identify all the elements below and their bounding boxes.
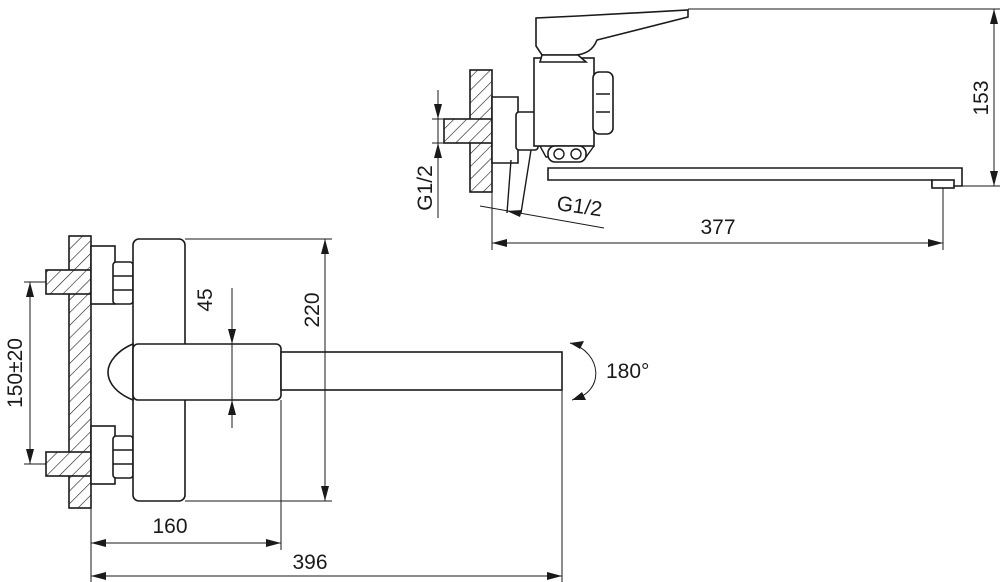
dimension-377: 377 xyxy=(491,188,944,250)
wall-thread-label: G1/2 xyxy=(414,165,437,211)
lever-base xyxy=(538,54,589,63)
spout-connector-front xyxy=(107,342,134,402)
dimension-150: 150±20 xyxy=(4,281,46,465)
spout-side xyxy=(547,167,963,187)
spout-length-dimension-label: 377 xyxy=(700,216,735,239)
diverter-button xyxy=(547,145,587,163)
outlet-thread-label: G1/2 xyxy=(555,192,603,221)
inlet-pipe-top xyxy=(443,118,493,144)
dimension-160: 160 xyxy=(90,400,282,582)
lower-hex-nut xyxy=(112,435,134,479)
dimension-153: 153 xyxy=(688,8,1000,187)
body-height-label: 220 xyxy=(301,292,324,327)
upper-inlet-pipe xyxy=(45,269,92,295)
side-knob-detail xyxy=(596,93,610,113)
upper-hex-detail xyxy=(113,275,133,291)
side-view: 153 377 G1/2 G1/2 xyxy=(414,8,1000,250)
rotation-indicator: 180° xyxy=(569,341,649,401)
dimension-g12-outlet: G1/2 xyxy=(479,192,605,229)
spout-front xyxy=(280,351,563,391)
lower-eccentric xyxy=(90,425,116,485)
rotation-label: 180° xyxy=(606,360,649,383)
total-length-label: 396 xyxy=(292,551,327,574)
upper-eccentric xyxy=(90,245,116,305)
wall-section-front xyxy=(68,235,92,509)
lower-hex-detail xyxy=(113,449,133,465)
lever-handle xyxy=(535,9,689,56)
dimension-g12-inlet: G1/2 xyxy=(414,90,470,218)
connector-top xyxy=(506,149,532,214)
side-knob xyxy=(592,71,614,135)
body-width-label: 160 xyxy=(152,515,187,538)
aerator-side xyxy=(931,179,955,189)
dimension-220: 220 xyxy=(185,238,332,502)
mixer-body-side xyxy=(533,57,595,147)
dimension-396: 396 xyxy=(91,390,563,582)
center-distance-label: 150±20 xyxy=(4,338,27,408)
spout-height-label: 45 xyxy=(194,288,217,311)
spout-collar-front xyxy=(132,343,282,401)
dimension-45: 45 xyxy=(194,288,236,428)
upper-hex-nut xyxy=(112,261,134,305)
height-dimension-label: 153 xyxy=(970,80,993,115)
lower-inlet-pipe xyxy=(45,451,92,477)
front-view: 150±20 220 45 180° xyxy=(4,235,649,582)
